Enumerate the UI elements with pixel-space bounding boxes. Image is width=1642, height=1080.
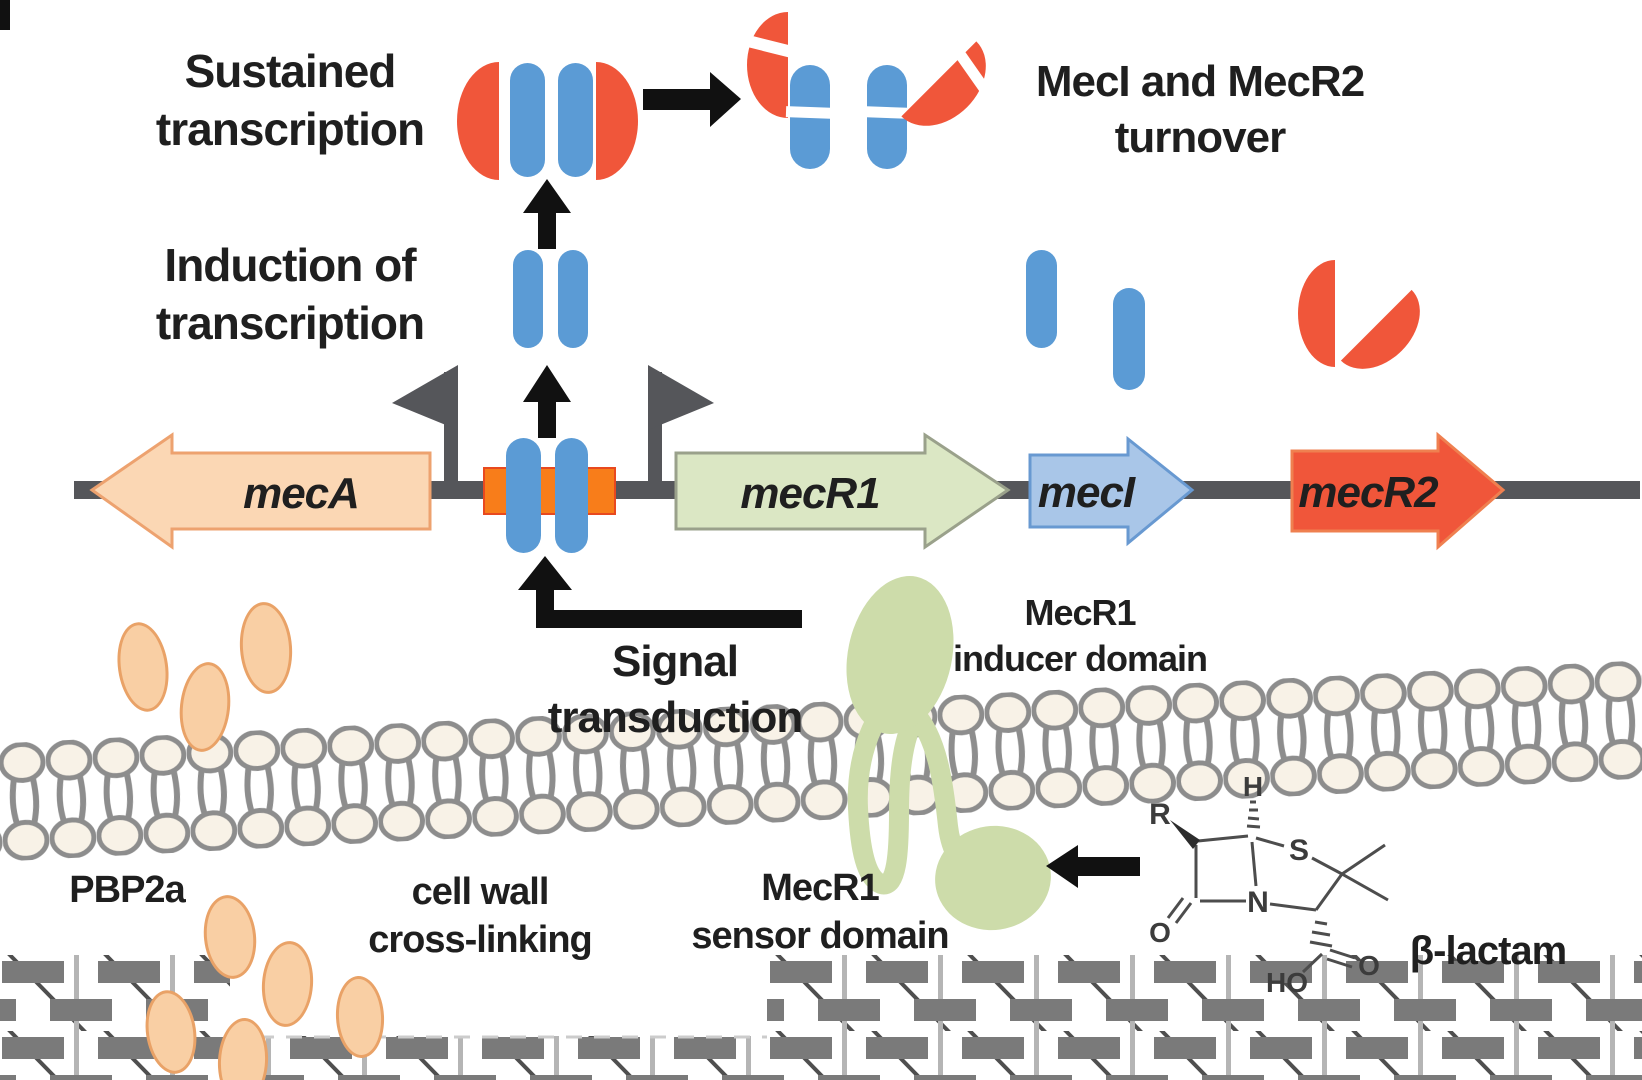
gene-label-mecI: mecI [1038,468,1136,517]
meci-pill-induction [558,250,588,348]
atom-label-R: R [1149,798,1171,831]
cleavage-gap [785,106,835,119]
promoter-flag-left [392,365,458,490]
arrow-left-betalactam-to-sensor [1046,845,1140,888]
arrow-up-operator-to-pills [523,365,571,438]
arrow-signal-transduction [518,556,802,628]
gene-arrow-mecR1: mecR1 [674,432,1011,550]
meci-free-monomer [1113,288,1145,390]
gene-arrow-mecA: mecA [89,432,432,550]
arrow-right-complex-to-turnover [643,72,741,127]
label-beta-lactam: β-lactam [1409,929,1567,973]
figure-corner-mark [0,0,10,30]
cell-wall-gap [230,950,767,1036]
flow-arrows [518,72,1140,888]
operator-site [483,467,616,515]
atom-label-O-carbonyl: O [1149,917,1171,948]
membrane-bilayer [0,656,1642,864]
cell-wall [0,950,1642,1080]
meci-free-monomer [1026,250,1057,348]
label-signal-transduction: Signal transduction [547,637,803,742]
mecr1-sensor-domain-shape [935,825,1051,931]
label-induction-of-transcription: Induction of transcription [155,239,425,349]
meci-degraded-pill [862,65,912,169]
atom-label-S: S [1289,834,1309,867]
meci-pill-operator [555,438,588,553]
gene-label-mecR2: mecR2 [1298,468,1439,517]
label-pbp2a: PBP2a [69,869,185,911]
atom-label-O-acid: O [1358,950,1380,981]
arrow-up-pills-to-complex [523,179,571,249]
meci-pill-operator [506,438,541,553]
label-cell-wall-cross-linking: cell wall cross-linking [368,871,593,961]
meci-pill [510,63,545,177]
atom-label-N: N [1247,886,1269,919]
mecr1-protein [846,576,1051,931]
gene-arrow-mecR2: mecR2 [1290,431,1506,551]
mecr1-transmembrane-loop [847,685,927,895]
meci-pill [558,63,593,177]
mecr1-inducer-domain-shape [846,576,954,734]
gene-label-mecA: mecA [243,469,359,518]
atom-label-H: H [1243,771,1263,802]
label-mecr1-inducer-domain: MecR1 inducer domain [952,592,1208,679]
atom-label-HO: HO [1266,967,1308,998]
label-sustained-transcription: Sustained transcription [155,45,425,155]
label-meci-mecr2-turnover: MecI and MecR2 turnover [1035,57,1365,162]
beta-lactam-structure: R H S N O O HO [1149,771,1389,998]
gene-arrow-mecI: mecI [1028,435,1195,547]
gene-label-mecR1: mecR1 [740,469,879,518]
meci-degraded-pill [785,65,835,169]
label-mecr1-sensor-domain: MecR1 sensor domain [691,867,949,957]
meci-pill-induction [513,250,543,348]
promoter-flag-right [648,365,714,490]
